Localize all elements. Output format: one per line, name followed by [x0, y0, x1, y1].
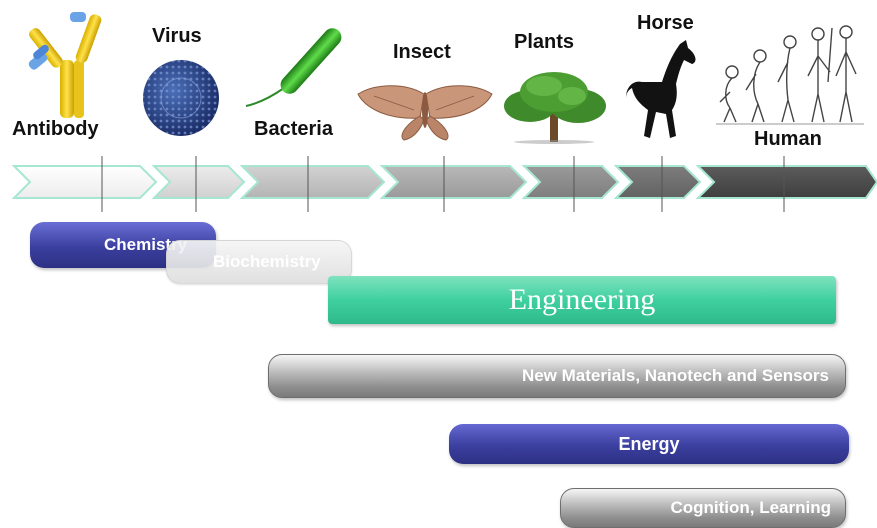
bar-materials: New Materials, Nanotech and Sensors	[268, 354, 846, 398]
antibody-illustration	[22, 10, 102, 122]
label-horse: Horse	[637, 12, 694, 35]
chevron-1	[14, 166, 156, 198]
chevron-7	[698, 166, 877, 198]
bar-cognition-label: Cognition, Learning	[670, 498, 831, 518]
label-insect: Insect	[393, 41, 451, 64]
bar-cognition: Cognition, Learning	[560, 488, 846, 528]
label-virus: Virus	[152, 25, 202, 48]
chevron-6	[616, 166, 700, 198]
chevron-3	[242, 166, 384, 198]
label-bacteria: Bacteria	[254, 118, 333, 141]
bar-energy-label: Energy	[618, 434, 679, 455]
horse-illustration	[626, 40, 702, 144]
label-human: Human	[754, 128, 822, 151]
chevron-5	[524, 166, 618, 198]
bar-energy: Energy	[449, 424, 849, 464]
bar-biochemistry: Biochemistry	[166, 240, 352, 284]
chevron-2	[154, 166, 244, 198]
plant-illustration	[500, 72, 610, 144]
virus-illustration	[140, 52, 222, 144]
bar-engineering-label: Engineering	[509, 283, 656, 317]
timeline-arrows	[0, 150, 877, 215]
insect-illustration	[354, 80, 496, 142]
bar-biochemistry-label: Biochemistry	[213, 252, 321, 272]
label-plants: Plants	[514, 31, 574, 54]
bar-engineering: Engineering	[328, 276, 836, 324]
bar-materials-label: New Materials, Nanotech and Sensors	[522, 366, 829, 386]
human-evolution-illustration	[716, 22, 864, 126]
label-antibody: Antibody	[12, 118, 99, 141]
chevron-4	[382, 166, 526, 198]
bacteria-illustration	[244, 22, 346, 110]
